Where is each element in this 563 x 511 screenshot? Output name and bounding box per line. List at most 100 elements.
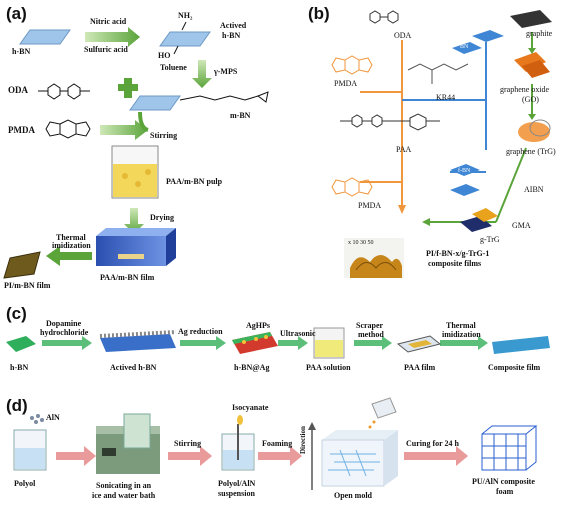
actived-label: Actived	[220, 21, 247, 30]
pmda-molecule	[45, 119, 91, 139]
fbn-plate-2	[450, 184, 480, 196]
kr44-label: KR44	[436, 93, 456, 102]
pink-arrow-2	[168, 446, 212, 466]
paa-solution-beaker	[313, 327, 345, 359]
paa-chain	[340, 113, 440, 131]
panel-c: (c) h-BN Dopamine hy	[0, 302, 563, 392]
panel-b-pmda2-label: PMDA	[358, 201, 382, 210]
nh2-label: NH₂	[178, 11, 193, 20]
panel-b-label: (b)	[308, 4, 330, 23]
g-trg-flakes	[460, 208, 498, 232]
polyol-beaker	[13, 429, 47, 471]
isocyanate-label: Isocyanate	[232, 403, 269, 412]
panel-a-oda-label: ODA	[8, 85, 28, 95]
hbn-label: h-BN	[12, 47, 31, 56]
ultrasonic-label: Ultrasonic	[280, 329, 316, 338]
stirring-arrow	[100, 120, 148, 140]
pink-arrow-4	[404, 446, 468, 466]
panel-d-label: (d)	[6, 396, 28, 415]
panel-c-label: (c)	[6, 304, 27, 323]
plus-sign	[118, 78, 138, 98]
sonicator	[96, 413, 160, 474]
c-imidization-label: imidization	[442, 330, 481, 339]
panel-b-scheme	[331, 10, 552, 278]
gmps-label: γ-MPS	[214, 67, 238, 76]
c-hbn-label: h-BN	[10, 363, 29, 372]
ag-reduction-label: Ag reduction	[178, 327, 223, 336]
pmda-molecule-b2	[331, 177, 373, 197]
fbn-plate-1	[450, 164, 480, 176]
g-trg-label: g-TrG	[480, 235, 500, 244]
paa-film-plate	[396, 335, 442, 353]
hydrochloride-label: hydrochloride	[40, 328, 89, 337]
suspension-beaker	[221, 415, 255, 471]
aibn-label: AIBN	[524, 185, 544, 194]
mbn-plate	[129, 95, 181, 111]
polyol-label: Polyol	[14, 479, 36, 488]
paa-pulp-label: PAA/m-BN pulp	[166, 177, 223, 186]
pmda-molecule-b	[331, 55, 373, 75]
composite-film-plate	[492, 336, 550, 354]
scraper-label: Scraper	[356, 321, 384, 330]
paa-film-label: PAA/m-BN film	[100, 273, 155, 282]
panel-d-scheme	[13, 397, 538, 490]
composite-label-2: composite films	[428, 259, 482, 268]
hbn-ag-label: h-BN@Ag	[234, 363, 270, 372]
paa-label: PAA	[396, 145, 412, 154]
hbn-green-flake	[6, 336, 36, 352]
c-thermal-label: Thermal	[446, 321, 476, 330]
trg-label: graphene (TrG)	[506, 147, 556, 156]
gma-label: GMA	[512, 221, 531, 230]
composite-label-1: PI/f-BN-x/g-TrG-1	[426, 249, 490, 258]
suspension-label-1: Polyol/AlN	[218, 479, 256, 488]
graphene-trg	[518, 119, 551, 142]
graphite-label: graphite	[526, 29, 553, 38]
thermal-arrow	[46, 246, 92, 266]
open-mold-label: Open mold	[334, 491, 373, 500]
kr44-molecule	[407, 63, 469, 84]
panel-b-pmda-label: PMDA	[334, 79, 358, 88]
panel-c-scheme	[6, 327, 550, 359]
panel-a-scheme	[3, 21, 269, 279]
c-actived-label: Actived h-BN	[110, 363, 157, 372]
graphene-oxide	[514, 52, 550, 78]
sulfuric-acid-label: Sulfuric acid	[84, 45, 128, 54]
go-label-2: (GO)	[522, 95, 539, 104]
pi-film-label: PI/m-BN film	[4, 281, 51, 290]
actived-hbn-block	[100, 334, 176, 352]
direction-label: Direction	[299, 426, 307, 454]
oda-molecule-b	[369, 10, 399, 24]
oda-molecule	[38, 83, 90, 100]
pu-foam-label-1: PU/AlN composite	[472, 477, 535, 486]
pink-arrow-3	[258, 446, 302, 466]
sample-labels: x 10 30 50	[348, 240, 374, 246]
foaming-label: Foaming	[262, 439, 293, 448]
aln-label: AlN	[46, 413, 60, 422]
composite-film-photo	[344, 238, 404, 278]
method-label: method	[358, 330, 384, 339]
drying-arrow	[124, 208, 144, 234]
mold-box	[96, 228, 176, 266]
go-label-1: graphene oxide	[500, 85, 550, 94]
actived-hbn-label: h-BN	[222, 31, 241, 40]
panel-b-oda-label: ODA	[394, 31, 412, 40]
acid-arrow	[85, 27, 140, 47]
drying-label: Drying	[150, 213, 174, 222]
pu-foam	[481, 425, 538, 471]
toluene-arrow	[192, 60, 212, 88]
dopamine-label: Dopamine	[46, 319, 82, 328]
bn-label: BN	[460, 44, 469, 50]
panel-b: (b)	[300, 0, 563, 300]
paa-solution-label: PAA solution	[306, 363, 351, 372]
ice-bath-label: ice and water bath	[92, 491, 156, 500]
nitric-acid-label: Nitric acid	[90, 17, 127, 26]
d-stirring-label: Stirring	[174, 439, 202, 448]
pu-foam-label-2: foam	[496, 487, 514, 496]
bn-plate-1	[452, 42, 482, 54]
imidization-label: imidization	[52, 241, 91, 250]
beaker	[111, 145, 159, 199]
pink-arrow-1	[56, 446, 96, 466]
suspension-label-2: suspension	[218, 489, 255, 498]
composite-film-label: Composite film	[488, 363, 541, 372]
arrow-3	[278, 340, 298, 346]
